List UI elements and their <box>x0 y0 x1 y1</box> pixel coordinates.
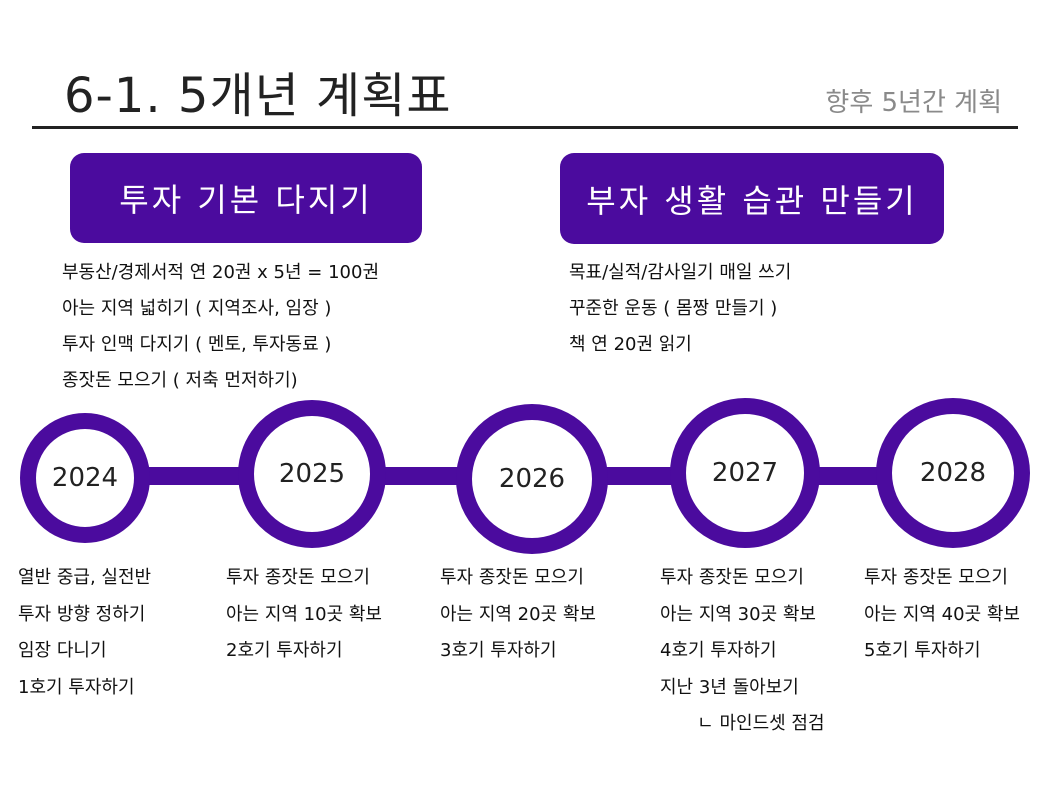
plan-item: ㄴ 마인드셋 점검 <box>680 713 825 734</box>
plan-list-2028: 투자 종잣돈 모으기 아는 지역 40곳 확보 5호기 투자하기 <box>864 563 1020 673</box>
plan-item: 4호기 투자하기 <box>660 640 777 661</box>
banner-wealth-habits: 부자 생활 습관 만들기 <box>560 153 944 244</box>
goal-item: 아는 지역 넓히기 ( 지역조사, 임장 ) <box>62 298 332 319</box>
plan-item: 3호기 투자하기 <box>440 640 557 661</box>
plan-list-2026: 투자 종잣돈 모으기 아는 지역 20곳 확보 3호기 투자하기 <box>440 563 596 673</box>
plan-item: 아는 지역 10곳 확보 <box>226 603 382 625</box>
plan-item: 투자 종잣돈 모으기 <box>864 567 1008 588</box>
goal-item: 목표/실적/감사일기 매일 쓰기 <box>569 262 792 283</box>
goal-item: 투자 인맥 다지기 ( 멘토, 투자동료 ) <box>62 334 332 355</box>
plan-item: 열반 중급, 실전반 <box>18 567 152 588</box>
plan-item: 지난 3년 돌아보기 <box>660 676 799 698</box>
year-circle-2026: 2026 <box>456 404 608 554</box>
page-subtitle: 향후 5년간 계획 <box>825 88 1002 118</box>
plan-item: 아는 지역 30곳 확보 <box>660 603 816 625</box>
plan-list-2027: 투자 종잣돈 모으기 아는 지역 30곳 확보 4호기 투자하기 지난 3년 돌… <box>660 563 825 746</box>
year-circle-2027: 2027 <box>670 398 820 548</box>
goal-item: 책 연 20권 읽기 <box>569 334 692 355</box>
plan-item: 아는 지역 20곳 확보 <box>440 603 596 625</box>
plan-list-2024: 열반 중급, 실전반 투자 방향 정하기 임장 다니기 1호기 투자하기 <box>18 563 151 709</box>
plan-item: 5호기 투자하기 <box>864 640 981 661</box>
goal-item: 부동산/경제서적 연 20권 x 5년 = 100권 <box>62 262 380 283</box>
plan-item: 투자 종잣돈 모으기 <box>440 567 584 588</box>
plan-item: 1호기 투자하기 <box>18 676 135 698</box>
plan-item: 투자 종잣돈 모으기 <box>226 567 370 588</box>
banner-investment-basics: 투자 기본 다지기 <box>70 153 422 243</box>
plan-item: 투자 종잣돈 모으기 <box>660 567 804 588</box>
year-circle-2025: 2025 <box>238 400 386 548</box>
goal-item: 종잣돈 모으기 ( 저축 먼저하기) <box>62 370 298 391</box>
plan-item: 아는 지역 40곳 확보 <box>864 603 1020 625</box>
title-divider <box>32 126 1018 129</box>
goal-list-investment: 부동산/경제서적 연 20권 x 5년 = 100권 아는 지역 넓히기 ( 지… <box>62 258 379 402</box>
plan-list-2025: 투자 종잣돈 모으기 아는 지역 10곳 확보 2호기 투자하기 <box>226 563 382 673</box>
plan-item: 임장 다니기 <box>18 640 107 661</box>
page-title: 6-1. 5개년 계획표 <box>64 68 452 124</box>
year-circle-2024: 2024 <box>20 413 150 543</box>
goal-item: 꾸준한 운동 ( 몸짱 만들기 ) <box>569 298 778 319</box>
plan-item: 2호기 투자하기 <box>226 640 343 661</box>
year-circle-2028: 2028 <box>876 398 1030 548</box>
goal-list-habits: 목표/실적/감사일기 매일 쓰기 꾸준한 운동 ( 몸짱 만들기 ) 책 연 2… <box>569 258 791 366</box>
plan-item: 투자 방향 정하기 <box>18 603 146 625</box>
